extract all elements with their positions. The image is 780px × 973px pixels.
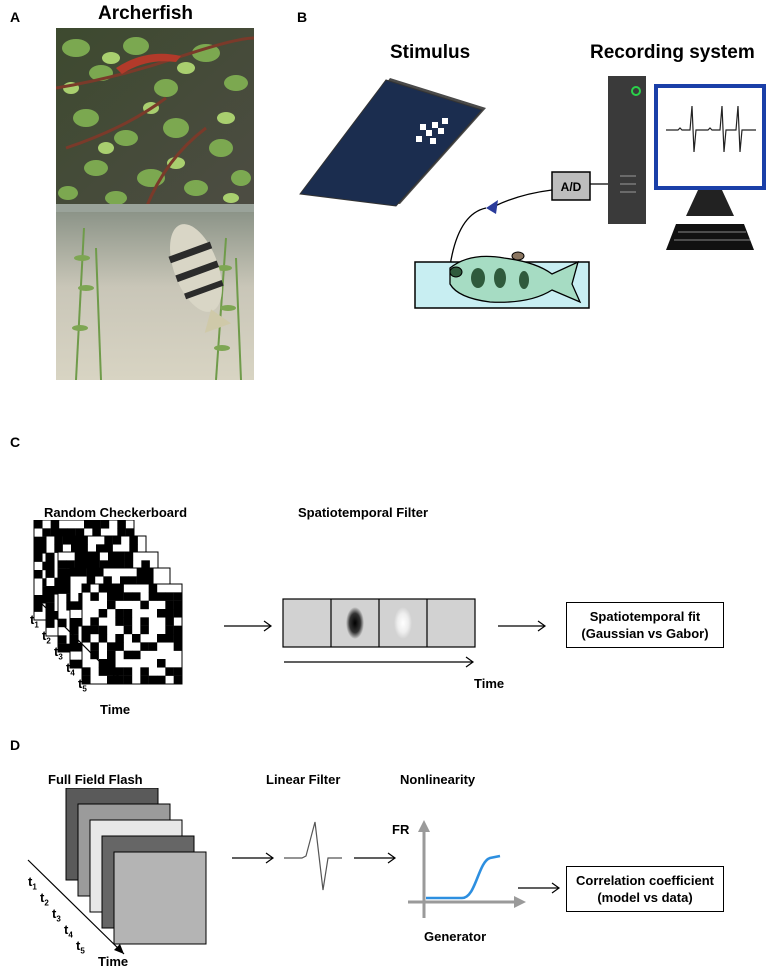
fit-line2: (Gaussian vs Gabor): [581, 626, 709, 641]
flash-frame: [113, 851, 207, 945]
spatiotemporal-filter-label: Spatiotemporal Filter: [298, 505, 429, 520]
arrow-c1: [224, 620, 273, 632]
keyboard: [666, 224, 754, 250]
full-field-flash-label: Full Field Flash: [48, 772, 143, 787]
checkerboard-stack: [33, 520, 183, 685]
panel-b-letter: B: [297, 9, 308, 25]
linear-filter-waveform: [284, 821, 342, 891]
panel-a-letter: A: [10, 9, 21, 25]
arrow-d3: [518, 882, 561, 894]
d-stack-time-label: Time: [98, 954, 129, 969]
panel-a-title: Archerfish: [98, 3, 194, 24]
nonlinearity-label: Nonlinearity: [400, 772, 476, 787]
flash-stack: [27, 788, 207, 955]
arrow-c2: [498, 620, 547, 632]
generator-axis-label: Generator: [424, 929, 487, 944]
ad-label: A/D: [561, 180, 582, 194]
setup-diagram: A/D: [299, 76, 766, 309]
arrow-d2: [354, 852, 397, 864]
t-label: t4: [64, 922, 73, 940]
random-checkerboard-label: Random Checkerboard: [44, 505, 188, 520]
panel-c-letter: C: [10, 434, 21, 450]
corr-line2: (model vs data): [597, 890, 693, 905]
checker-patch: [416, 118, 448, 144]
monitor: [654, 84, 766, 190]
spatiotemporal-filter-strip: [282, 598, 476, 668]
correlation-coefficient-box: Correlation coefficient (model vs data): [566, 866, 724, 912]
spatiotemporal-fit-box: Spatiotemporal fit (Gaussian vs Gabor): [566, 602, 724, 648]
ad-converter-box: [551, 171, 591, 201]
arrow-d1: [232, 852, 275, 864]
fit-line1: Spatiotemporal fit: [589, 609, 701, 624]
nonlinearity-plot: [408, 820, 526, 918]
fish-drawing: [449, 251, 582, 304]
recording-system-label: Recording system: [590, 42, 755, 63]
t-label: t5: [78, 676, 87, 694]
filter-time-label: Time: [474, 676, 505, 691]
c-stack-time-label: Time: [100, 702, 131, 717]
corr-line1: Correlation coefficient: [576, 873, 714, 888]
t-label: t3: [52, 906, 61, 924]
t-label: t1: [28, 874, 37, 892]
fr-axis-label: FR: [392, 822, 410, 837]
stimulus-label: Stimulus: [390, 42, 471, 63]
archerfish-photo: [56, 28, 254, 380]
computer-tower: [608, 76, 646, 224]
t-label: t4: [66, 660, 75, 678]
t-label: t5: [76, 938, 85, 956]
t-label: t1: [30, 612, 39, 630]
panel-d-letter: D: [10, 737, 21, 753]
t-label: t3: [54, 644, 63, 662]
linear-filter-label: Linear Filter: [266, 772, 341, 787]
t-label: t2: [40, 890, 49, 908]
t-label: t2: [42, 628, 51, 646]
